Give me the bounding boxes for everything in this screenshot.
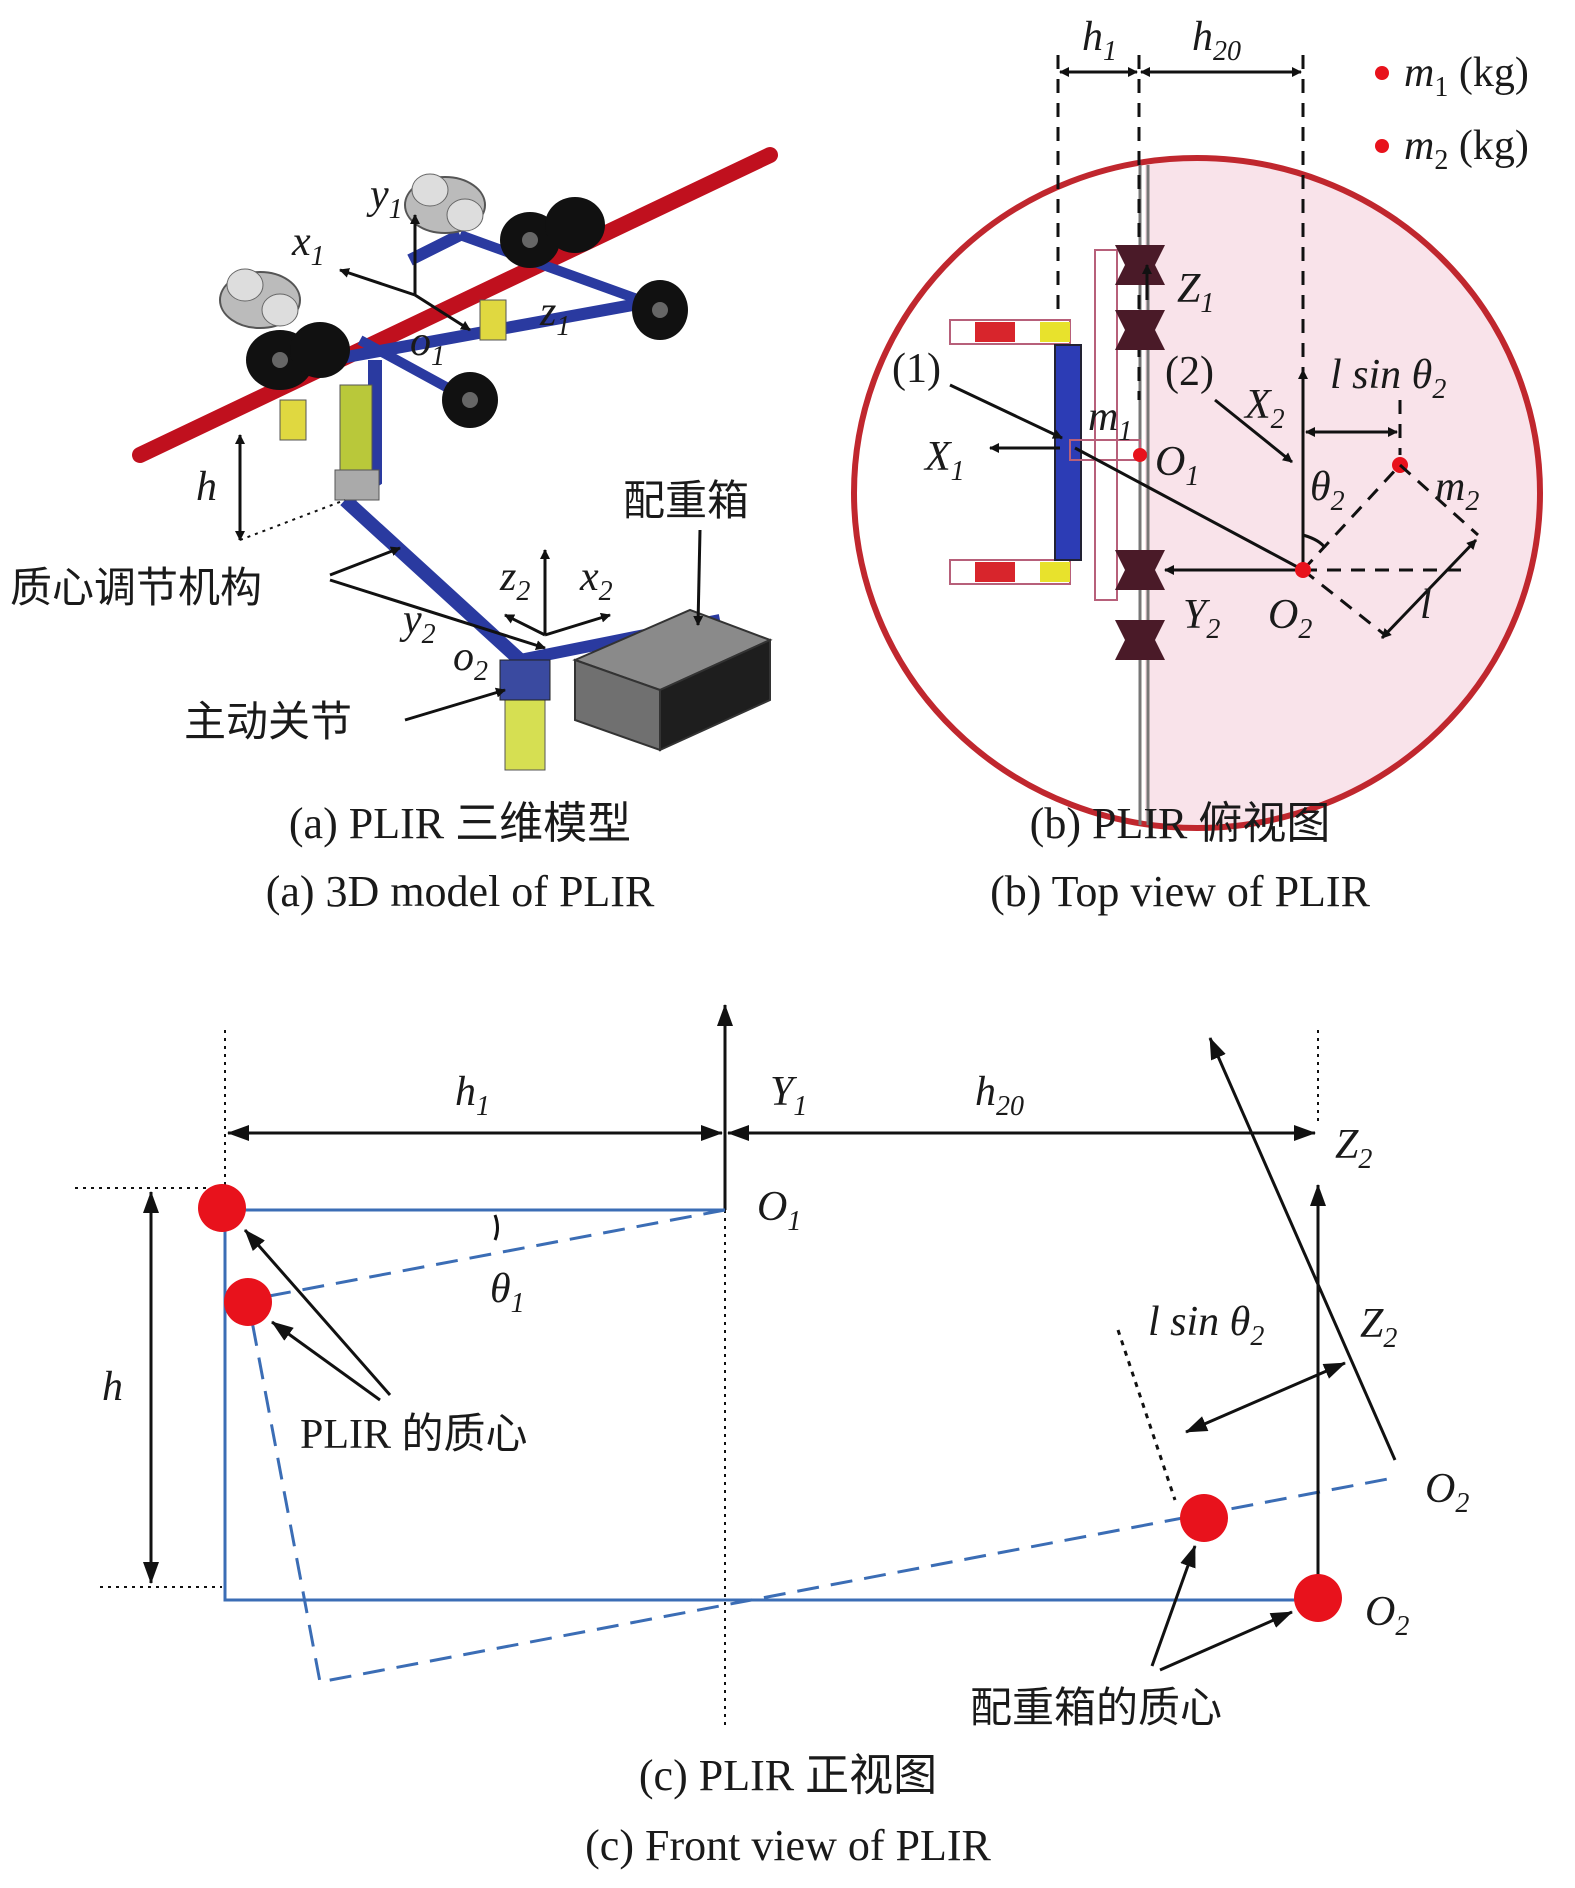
- label-theta1: θ1: [490, 1266, 525, 1319]
- wheels: [246, 197, 688, 428]
- caption-b-cn: (b) PLIR 俯视图: [1030, 799, 1331, 848]
- dim-h20-front: h20: [975, 1069, 1024, 1122]
- axis-x1-label: x1: [291, 219, 325, 272]
- legend-m2: m2 (kg): [1404, 123, 1529, 176]
- label-cw-com: 配重箱的质心: [970, 1686, 1222, 1732]
- label-Y2: Y2: [1183, 592, 1220, 645]
- point-O1: [1133, 448, 1147, 462]
- label-O1-front: O1: [757, 1184, 801, 1237]
- plir-com-rotated: [224, 1278, 272, 1326]
- label-h-3d: h: [196, 464, 217, 510]
- label-theta2-top: θ2: [1310, 464, 1345, 517]
- motor-cylinders: [219, 173, 486, 329]
- label-active-joint: 主动关节: [184, 700, 352, 746]
- robot-top-view: [949, 245, 1165, 660]
- label-counterweight: 配重箱: [623, 479, 749, 525]
- marker-1: (1): [892, 346, 941, 392]
- panel-c-front-view: h1 h20 Y1 Z2 O1 θ1 h PLIR 的质心 Z2 l sin θ…: [75, 1004, 1469, 1870]
- label-O1-top: O1: [1155, 439, 1199, 492]
- axis-x2-label: x2: [579, 554, 613, 607]
- label-O2-upper-front: O2: [1425, 1466, 1469, 1519]
- label-Y1: Y1: [770, 1069, 807, 1122]
- robot-body: [279, 229, 722, 771]
- caption-c-en: (c) Front view of PLIR: [585, 1821, 991, 1870]
- label-Z2-lower: Z2: [1360, 1301, 1397, 1354]
- marker-2: (2): [1165, 349, 1214, 395]
- plir-com-nominal: [198, 1184, 246, 1232]
- dim-h1-front: h1: [455, 1069, 490, 1122]
- label-m1: m1: [1088, 394, 1132, 447]
- label-X2: X2: [1243, 382, 1285, 435]
- counterweight-box: [572, 608, 773, 752]
- label-h-front: h: [102, 1364, 123, 1410]
- label-plir-com: PLIR 的质心: [300, 1412, 528, 1458]
- caption-a-en: (a) 3D model of PLIR: [266, 867, 655, 916]
- axis-o1-label: o1: [410, 319, 445, 372]
- panel-b-top-view: h1 h20 m1 (kg) m2 (kg) Z1: [851, 14, 1543, 916]
- power-line-cable: [132, 147, 778, 463]
- axis-z2-label: z2: [499, 554, 530, 607]
- panel-a-3d-model: y1 x1 z1 o1 h 质心调节机构 z2 x2 y2 o2 配重箱 主动关…: [10, 147, 778, 916]
- label-mass-adjust: 质心调节机构: [10, 566, 262, 612]
- caption-a-cn: (a) PLIR 三维模型: [289, 799, 631, 848]
- label-l: l: [1420, 582, 1432, 628]
- label-O2-lower-front: O2: [1365, 1589, 1409, 1642]
- nominal-frame: [223, 1208, 1318, 1602]
- axis-o2-label: o2: [453, 634, 488, 687]
- axis-y2-label: y2: [399, 597, 436, 650]
- axis-z1-label: z1: [539, 289, 570, 342]
- label-m2: m2: [1435, 464, 1479, 517]
- dim-h1-top: h1: [1082, 14, 1117, 67]
- label-Z2-upper: Z2: [1335, 1122, 1372, 1175]
- pink-region: [1145, 158, 1540, 828]
- label-X1: X1: [923, 434, 965, 487]
- caption-b-en: (b) Top view of PLIR: [990, 867, 1370, 916]
- label-lsin-top: l sin θ2: [1330, 352, 1446, 405]
- axis-y1-label: y1: [366, 172, 403, 225]
- label-lsin-front: l sin θ2: [1148, 1299, 1264, 1352]
- legend: m1 (kg) m2 (kg): [1375, 50, 1529, 176]
- caption-c-cn: (c) PLIR 正视图: [639, 1751, 937, 1800]
- rotated-frame: [246, 1208, 1394, 1684]
- label-Z1: Z1: [1177, 266, 1214, 319]
- label-O2-top: O2: [1268, 592, 1312, 645]
- view-circle: [851, 155, 1543, 831]
- point-O2-top: [1295, 562, 1311, 578]
- cw-com-rotated: [1180, 1494, 1228, 1542]
- legend-m1: m1 (kg): [1404, 50, 1529, 103]
- dim-h20-top: h20: [1192, 14, 1241, 67]
- cw-com-nominal: [1294, 1574, 1342, 1622]
